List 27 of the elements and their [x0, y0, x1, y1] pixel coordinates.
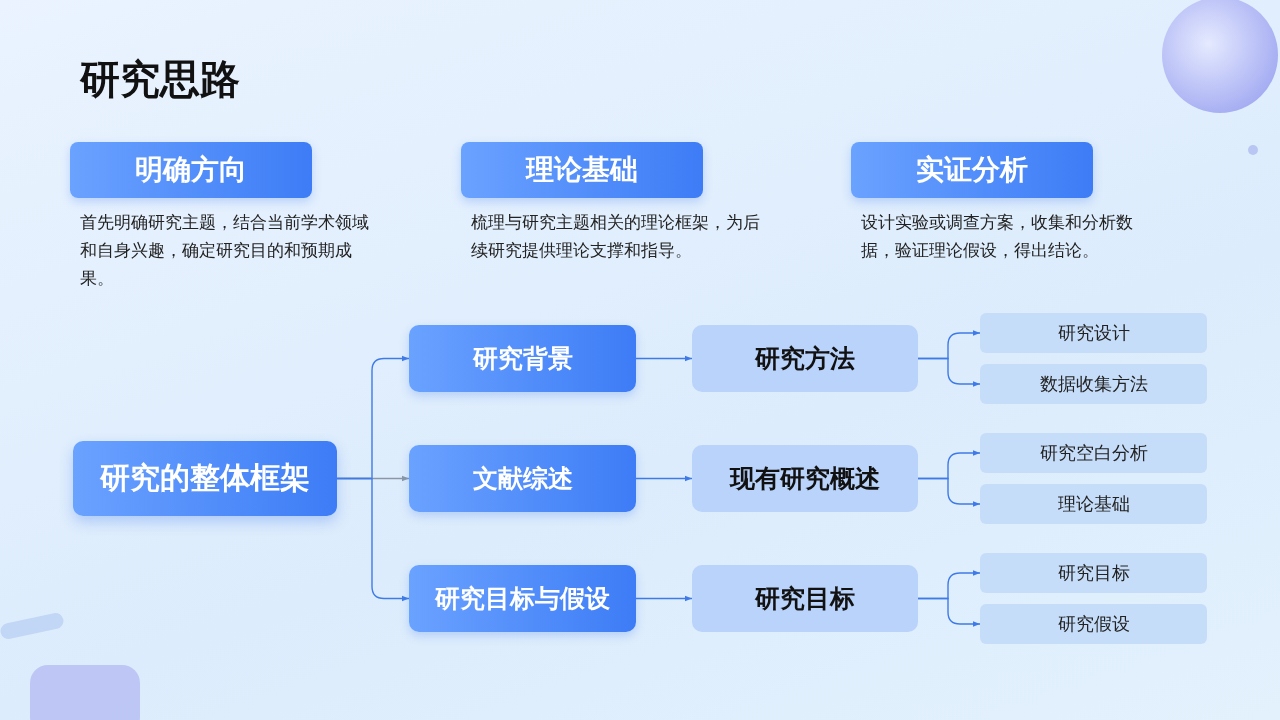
description-text: 梳理与研究主题相关的理论框架，为后续研究提供理论支撑和指导。 — [471, 211, 761, 262]
process-box: 研究目标与假设 — [409, 565, 636, 632]
process-box: 研究目标 — [692, 565, 918, 632]
item-box: 数据收集方法 — [980, 364, 1207, 404]
heading-box: 实证分析 — [851, 142, 1093, 198]
description-text: 设计实验或调查方案，收集和分析数据，验证理论假设，得出结论。 — [861, 211, 1134, 262]
arrow — [336, 477, 410, 602]
slide-title: 研究思路 — [80, 55, 240, 104]
item-box: 研究空白分析 — [980, 433, 1207, 473]
process-box: 文献综述 — [409, 445, 636, 512]
arrow — [635, 595, 693, 602]
process-box: 研究方法 — [692, 325, 918, 392]
heading-box: 明确方向 — [70, 142, 312, 198]
arrow — [917, 477, 981, 507]
item-box: 研究设计 — [980, 313, 1207, 353]
heading-box: 理论基础 — [461, 142, 703, 198]
arrow — [917, 357, 981, 387]
description-text: 首先明确研究主题，结合当前学术领域和自身兴趣，确定研究目的和预期成果。 — [80, 211, 370, 290]
arrow — [917, 597, 981, 627]
main-box: 研究的整体框架 — [73, 441, 337, 516]
item-box: 研究假设 — [980, 604, 1207, 644]
arrow — [635, 475, 693, 482]
arrow — [635, 355, 693, 362]
process-box: 现有研究概述 — [692, 445, 918, 512]
item-box: 研究目标 — [980, 553, 1207, 593]
process-box: 研究背景 — [409, 325, 636, 392]
item-box: 理论基础 — [980, 484, 1207, 524]
